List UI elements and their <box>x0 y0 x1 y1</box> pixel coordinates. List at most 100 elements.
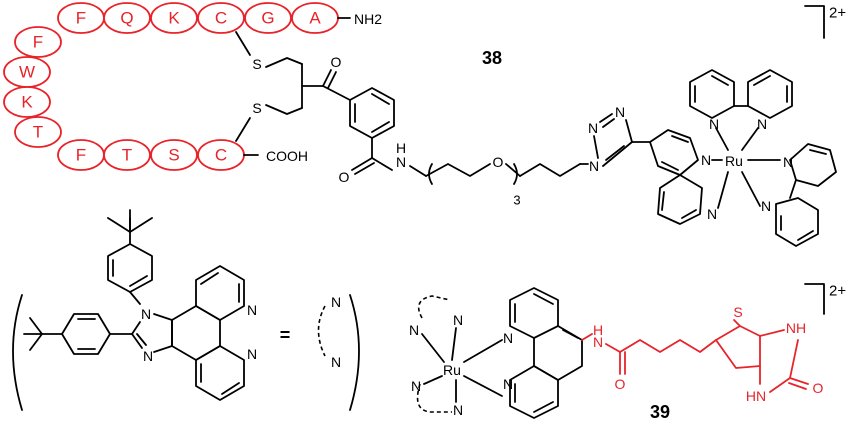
benzene-double-2 <box>371 93 390 105</box>
biotin-urea-co-1 <box>789 377 809 385</box>
cterm-label: COOH <box>266 148 308 164</box>
bidentate-n-top: N <box>331 294 341 310</box>
residue-top-3-label: K <box>168 9 180 28</box>
ru39-bond-1 <box>451 327 457 361</box>
amide-oxygen: O <box>339 169 350 185</box>
imidazole-c2-n3 <box>131 333 143 349</box>
peg-oxygen: O <box>493 154 504 170</box>
benzene-double-3 <box>371 121 390 133</box>
phen-top-ring <box>195 265 245 321</box>
residue-bottom-3-label: S <box>168 146 179 165</box>
bpy-right-lower-ring <box>775 197 819 247</box>
nterm-label: NH2 <box>354 11 382 27</box>
residue-top-2 <box>103 2 151 34</box>
bpy-top-right-nitrogen: N <box>757 116 767 132</box>
biotin-nh-bond-top <box>759 329 785 337</box>
peg-zigzag-2 <box>505 163 521 177</box>
ligand-bottom-n-1: N <box>411 378 421 394</box>
biotin-urea-co-2 <box>788 382 807 390</box>
imidazole-n3: N <box>143 348 153 364</box>
bpy-top-right-double-2 <box>753 75 771 86</box>
phen39-bottom-double-2 <box>533 401 554 413</box>
bpy-right-upper-nitrogen: N <box>783 154 793 170</box>
phen39-bottom-ring <box>509 365 559 419</box>
biotin-urea-o: O <box>813 380 824 396</box>
biotin-amide-nbond <box>581 333 593 341</box>
ligand-top-n-1: N <box>453 312 463 328</box>
dash-ligand-bottom <box>416 383 452 413</box>
biotin-amide-n: N <box>593 334 603 350</box>
biotin-hn-bottom: HN <box>746 388 766 404</box>
triazole-n2: N <box>588 120 598 136</box>
imidazole-n1-c2 <box>131 321 141 335</box>
aryl-top-ring <box>107 243 153 293</box>
pyridine-a-double-1 <box>671 135 689 143</box>
residue-bottom-2-label: T <box>122 146 132 165</box>
triazole-n1: N <box>589 158 599 174</box>
phen-bottom-nitrogen: N <box>247 346 257 362</box>
residue-bottom-1-label: F <box>76 146 86 165</box>
biotin-valeryl-chain <box>605 339 717 353</box>
biotin-carbonyl-o: O <box>615 376 626 392</box>
ru39-bond-2 <box>421 333 445 363</box>
ru-bipyridine-complex: N N Ru N N N <box>649 5 846 247</box>
residue-bottom-2 <box>103 139 151 171</box>
amide-nitrogen: N <box>396 154 406 170</box>
residue-top-6-label: A <box>309 9 321 28</box>
phen-top-double-1 <box>200 272 219 285</box>
ligand-definition: N N N N = N N <box>12 209 360 411</box>
compound-39-label: 39 <box>650 402 670 422</box>
sulfur-top: S <box>252 56 261 72</box>
peg-bracket-right <box>513 163 518 185</box>
amide-co-2 <box>354 162 375 175</box>
propyl-chain <box>519 163 581 177</box>
biotin-thiophane-ring <box>715 325 761 369</box>
benzene-ring <box>349 87 395 139</box>
ru39-bond-5 <box>463 339 503 363</box>
biotin-sulfur: S <box>733 304 742 320</box>
phen39-bottom-nitrogen: N <box>503 376 513 392</box>
imidazole-double <box>136 333 147 346</box>
biotin-conjugate: H N O S NH HN O <box>581 304 824 404</box>
ligand-top-n-2: N <box>409 322 419 338</box>
cys-bottom-bond <box>235 117 251 142</box>
phen39-top-nitrogen: N <box>503 330 513 346</box>
pyridine-b-nitrogen: N <box>707 206 717 222</box>
residue-left-1 <box>14 26 62 58</box>
residue-top-4 <box>197 2 245 34</box>
residue-top-3 <box>150 2 198 34</box>
amide-c-n <box>371 157 393 171</box>
ketone-bond-1 <box>322 69 332 87</box>
residue-bottom-4-label: C <box>215 146 227 165</box>
biotin-nh-top: NH <box>786 320 806 336</box>
peg-repeat: 3 <box>513 193 520 208</box>
peg-zigzag-1 <box>425 163 491 177</box>
ketone-bond-2 <box>327 71 337 89</box>
triazole-n1-n2 <box>593 135 599 159</box>
bpy-top-left-nitrogen: N <box>709 116 719 132</box>
ru-bond-c <box>715 127 729 151</box>
bpy-right-lower-nitrogen: N <box>761 198 771 214</box>
compound-39: N N N N Ru N N H N O <box>409 283 846 423</box>
charge-39: 2+ <box>829 283 846 300</box>
ru-bond-b <box>717 171 729 209</box>
n-ch2 <box>409 165 427 177</box>
paren-right <box>349 294 360 411</box>
dash-ligand-top <box>417 295 451 319</box>
equals-sign: = <box>280 325 291 345</box>
aryl-left-ring <box>61 313 111 355</box>
bidentate-dash <box>317 305 326 357</box>
phen-center-ring <box>171 305 221 361</box>
triazole-n3: N <box>615 104 625 120</box>
residue-top-4-label: C <box>215 9 227 28</box>
pyridine-b-double-2 <box>681 209 697 219</box>
triazole-n2-n3-double <box>602 118 615 128</box>
pyridine-a-double-2 <box>661 161 679 171</box>
ketone-oxygen: O <box>331 54 342 70</box>
pyridine-b-double-1 <box>661 191 665 211</box>
residue-left-2-label: W <box>19 63 35 82</box>
ru39-bond-6 <box>463 375 503 397</box>
bidentate-n-bottom: N <box>331 354 341 370</box>
s-ch2-bottom <box>265 104 303 115</box>
